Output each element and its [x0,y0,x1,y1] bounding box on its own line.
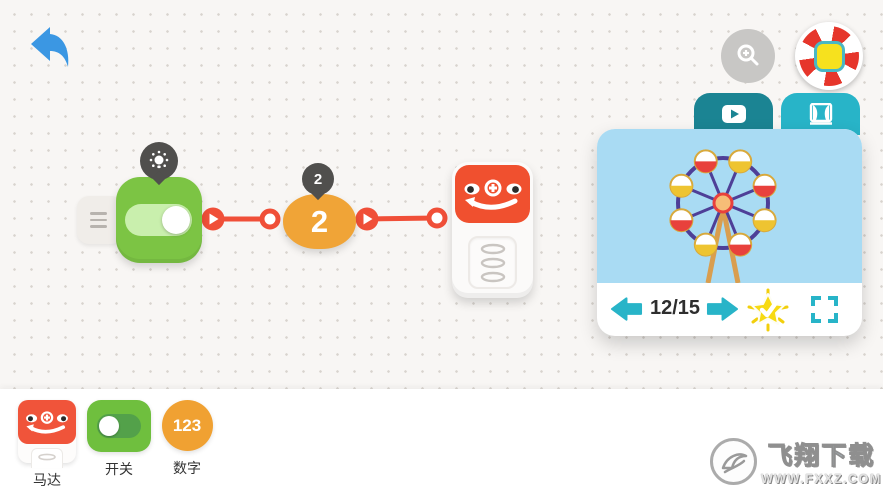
number-node[interactable]: 2 [283,194,356,249]
palette-label-switch: 开关 [105,461,133,477]
video-play-icon [721,105,746,123]
palette-label-number: 数字 [173,460,201,476]
next-page-button[interactable] [706,296,739,322]
connection-switch-to-number [201,207,281,231]
connection-number-to-motor [355,207,448,231]
preview-controls: 12/15 [597,283,862,336]
stage-curtain-icon [809,103,832,125]
watermark-logo-icon [710,437,757,485]
star-check-icon [747,288,789,332]
tab-stage[interactable] [781,93,860,135]
back-button[interactable] [26,24,74,72]
fullscreen-icon [811,296,838,323]
palette-label-motor: 马达 [33,472,61,488]
switch-toggle[interactable] [125,204,192,236]
swirl-icon [799,26,859,86]
mini-switch-knob [99,416,119,436]
star-check-button[interactable] [745,287,791,333]
number-block-icon: 123 [161,400,213,451]
watermark-url: WWW.FXXZ.COM [761,472,882,486]
app-logo[interactable] [795,22,863,90]
switch-knob[interactable] [162,206,190,234]
fullscreen-button[interactable] [811,296,838,323]
motor-node[interactable] [452,162,533,298]
light-bulb-icon [149,150,169,169]
ferris-wheel-illustration [669,149,777,283]
motor-vibration-pad [468,236,517,289]
number-node-badge: 2 [302,163,334,195]
block-palette: 马达 开关 123 数字 [0,389,883,497]
badge-value: 2 [313,170,323,188]
tab-video[interactable] [694,93,773,135]
node-drag-handle[interactable] [77,196,123,244]
palette-item-switch[interactable]: 开关 [87,400,151,479]
watermark: 飞翔下载 WWW.FXXZ.COM [710,436,882,486]
arrow-left-icon [610,297,643,321]
zoom-in-button[interactable] [721,29,775,83]
magnifier-plus-icon [737,44,759,66]
switch-node-tooltip [140,142,178,180]
number-value: 2 [310,203,329,239]
page-indicator: 12/15 [649,297,701,319]
number-block-text: 123 [172,415,202,435]
motor-face-icon [455,165,530,223]
preview-image [597,129,862,283]
preview-panel: 12/15 [597,129,862,336]
motor-block-icon [18,400,76,468]
back-arrow-icon [31,27,69,67]
watermark-title: 飞翔下载 [767,442,876,471]
palette-item-motor[interactable]: 马达 [18,400,76,490]
logo-core [813,40,845,72]
palette-item-number[interactable]: 123 数字 [161,400,213,478]
switch-node[interactable] [116,177,202,263]
switch-block-icon [87,400,151,452]
hamburger-icon [90,212,107,215]
arrow-right-icon [706,297,739,321]
prev-page-button[interactable] [610,296,643,322]
